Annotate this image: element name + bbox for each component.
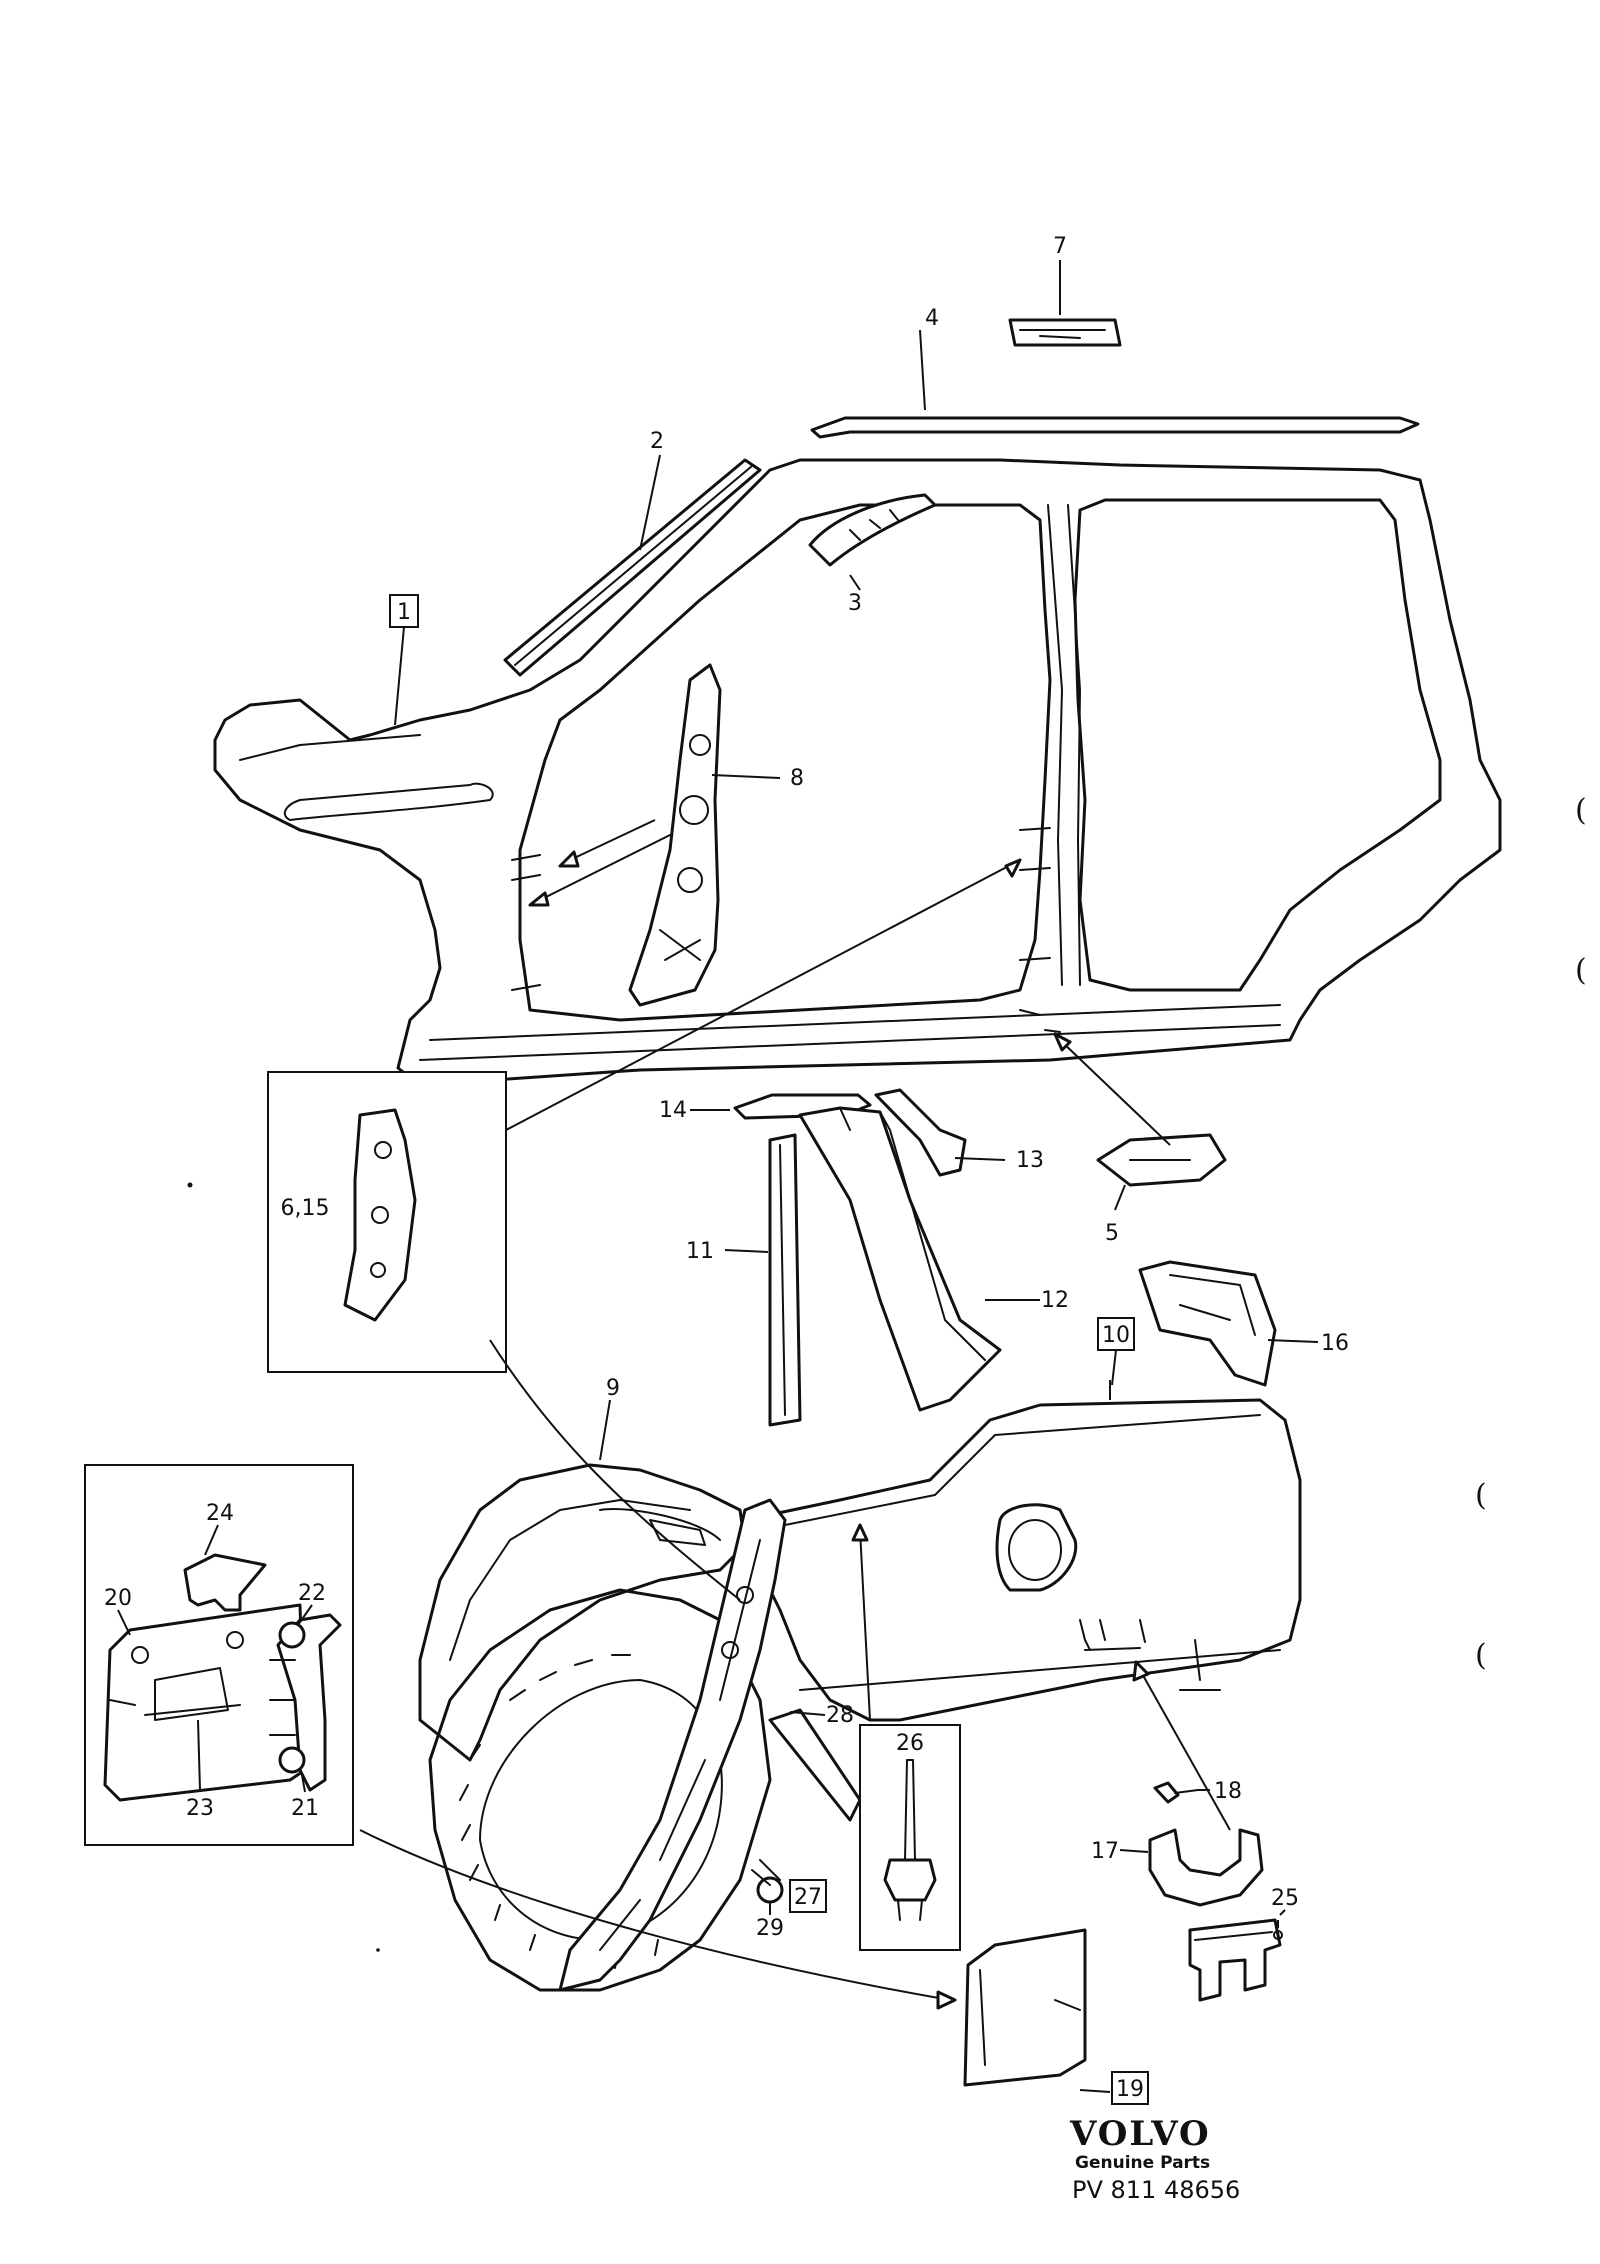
part-18-screw: [1153, 1781, 1210, 1804]
brand-logo: VOLVO: [1069, 2114, 1211, 2154]
callout-18: 18: [1214, 1779, 1242, 1804]
callout-26: 26: [896, 1731, 924, 1756]
callout-25: 25: [1271, 1886, 1299, 1911]
stray-dot: [187, 1182, 193, 1188]
part-25-bracket: [1188, 1909, 1286, 2002]
leader-inset-to-gusset: [489, 1339, 741, 1601]
inset-20-24: [84, 1464, 354, 1846]
part-29-bolt: [751, 1859, 784, 1915]
callout-7: 7: [1053, 234, 1067, 259]
part-2-trim: [503, 454, 762, 677]
margin-marks: ( ( ( (: [1475, 793, 1587, 1673]
svg-text:(: (: [1475, 1478, 1487, 1513]
svg-text:19: 19: [1116, 2077, 1144, 2102]
callout-3: 3: [848, 591, 862, 616]
part-side-panel: [213, 458, 1502, 1087]
brand-subtitle: Genuine Parts: [1075, 2153, 1210, 2173]
callout-29: 29: [756, 1916, 784, 1941]
callout-6-15: 6,15: [281, 1196, 330, 1221]
part-3-reinforcement: [808, 493, 937, 591]
svg-text:27: 27: [794, 1885, 822, 1910]
callout-28: 28: [826, 1703, 854, 1728]
inset-6-15: [267, 858, 1022, 1373]
callout-24: 24: [206, 1501, 234, 1526]
part-17-bracket: [1119, 1828, 1264, 1907]
svg-text:(: (: [1475, 1638, 1487, 1673]
callout-8: 8: [790, 766, 804, 791]
callout-labels: 1 2 3 4 5 6,15 7 8 9 10 11 12 13 14 16 1…: [104, 234, 1349, 2105]
part-16: [1138, 1260, 1319, 1387]
callout-12: 12: [1041, 1288, 1069, 1313]
callout-4: 4: [925, 306, 939, 331]
callout-20: 20: [104, 1586, 132, 1611]
part-8-pillar-reinforcement: [558, 663, 781, 1007]
svg-text:(: (: [1575, 953, 1587, 988]
callout-21: 21: [291, 1796, 319, 1821]
part-11: [724, 1133, 802, 1427]
part-7-bracket: [1008, 260, 1122, 347]
callout-17: 17: [1091, 1839, 1119, 1864]
part-4-roof-rail: [810, 329, 1420, 439]
callout-19: 19: [1111, 2071, 1149, 2105]
svg-text:1: 1: [397, 600, 411, 625]
part-26-box: [859, 1724, 961, 1951]
stray-dot: [376, 1948, 380, 1952]
part-28-gusset: [558, 1498, 862, 1992]
callout-16: 16: [1321, 1331, 1349, 1356]
callout-9: 9: [606, 1376, 620, 1401]
volvo-logo-block: VOLVO Genuine Parts PV 811 48656: [1069, 2114, 1240, 2204]
part-13: [874, 1088, 1006, 1177]
part-10-rear-panel: [743, 1380, 1302, 1831]
part-19-cover: [963, 1928, 1111, 2093]
svg-text:(: (: [1575, 793, 1587, 828]
callout-13: 13: [1016, 1148, 1044, 1173]
callout-10: 10: [1097, 1317, 1135, 1386]
callout-27: 27: [789, 1879, 827, 1913]
callout-22: 22: [298, 1581, 326, 1606]
part-5: [1053, 1032, 1227, 1211]
leader-inset-to-19: [359, 1829, 951, 2001]
callout-5: 5: [1105, 1221, 1119, 1246]
svg-text:10: 10: [1102, 1323, 1130, 1348]
callout-23: 23: [186, 1796, 214, 1821]
part-number: PV 811 48656: [1072, 2176, 1240, 2204]
callout-11: 11: [686, 1239, 714, 1264]
leader-arrowhead-19: [936, 1990, 957, 2010]
part-12: [798, 1106, 1040, 1412]
callout-14: 14: [659, 1098, 687, 1123]
callout-2: 2: [650, 429, 664, 454]
callout-1: 1: [389, 594, 419, 726]
